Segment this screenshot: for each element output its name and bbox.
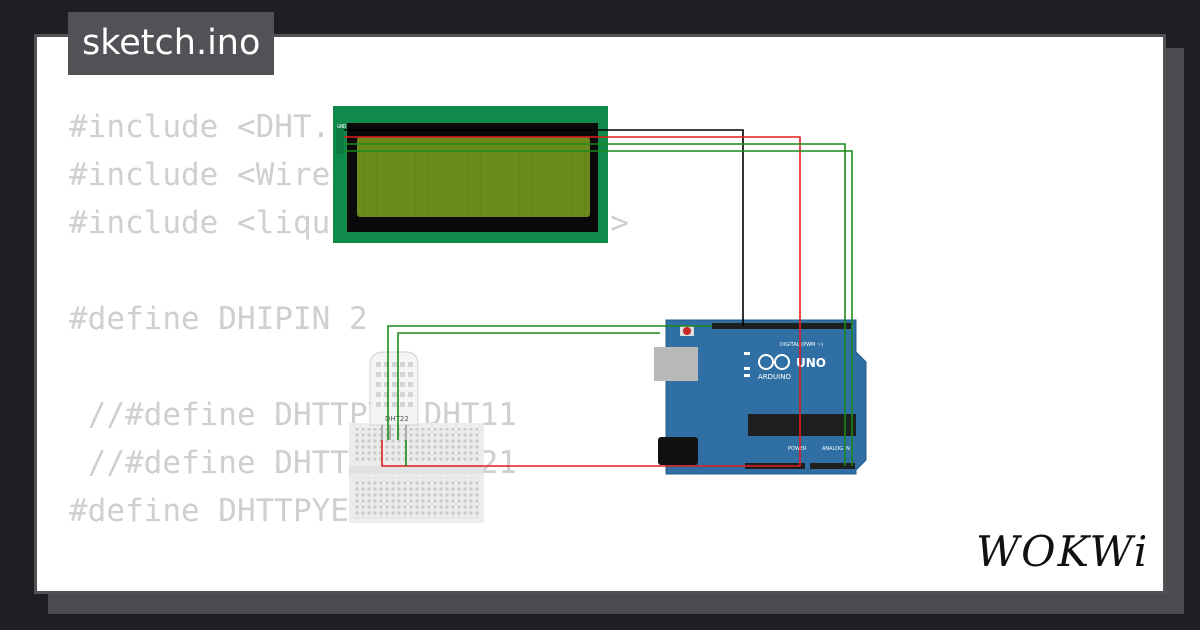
wire-dht-data	[387, 325, 712, 440]
breadboard	[349, 423, 484, 523]
analog-header-label: ANALOG IN	[822, 446, 850, 452]
logo-text: WOKWi	[976, 527, 1150, 576]
dht22-sensor: DHT22	[369, 351, 419, 440]
wire-sda	[344, 143, 846, 466]
wokwi-logo: WOKWi	[976, 520, 1156, 584]
board-brand-label: ARDUINO	[758, 373, 791, 381]
arduino-uno-board: UNO ARDUINO DIGITAL (PWM ~) POWER ANALOG…	[654, 319, 867, 475]
project-filename-tab: sketch.ino	[68, 12, 275, 75]
wire-ground	[344, 129, 744, 326]
wire-dht-vcc	[397, 332, 660, 440]
power-header-label: POWER	[788, 446, 807, 452]
lcd-display: GND	[333, 106, 608, 243]
digital-header-label: DIGITAL (PWM ~)	[780, 342, 823, 348]
svg-text:GND: GND	[337, 124, 346, 130]
board-model-label: UNO	[796, 356, 826, 370]
sensor-label: DHT22	[385, 415, 409, 423]
wire-scl	[344, 150, 853, 466]
wire-power	[344, 136, 801, 467]
code-line: DHT dht(DHIPIN, DHTTPYE);	[69, 583, 629, 591]
code-line: #define DHIPIN 2	[69, 301, 368, 337]
wires	[344, 129, 853, 467]
